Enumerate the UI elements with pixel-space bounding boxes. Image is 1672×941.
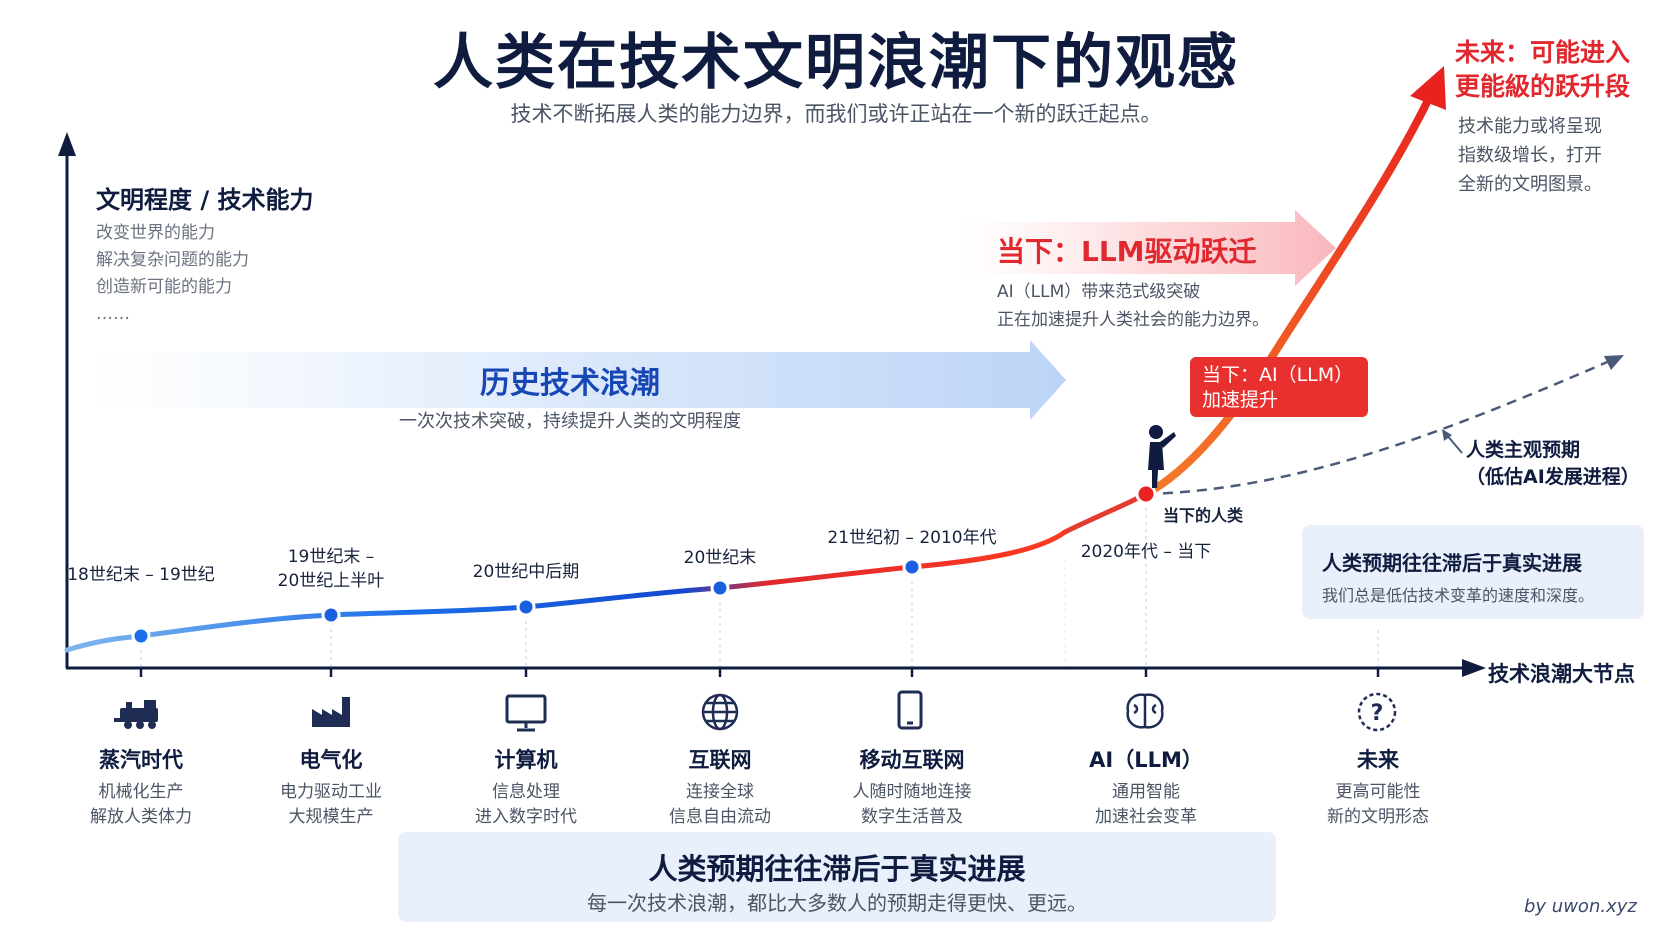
stage-name: 蒸汽时代: [99, 748, 183, 772]
question-icon: ?: [1357, 692, 1397, 732]
history-band-title: 历史技术浪潮: [480, 366, 660, 401]
y-axis-desc-line: ……: [96, 304, 130, 324]
now-band-title: 当下：LLM驱动跃迁: [997, 235, 1257, 268]
factory-icon: [312, 697, 350, 727]
page-subtitle: 技术不断拓展人类的能力边界，而我们或许正站在一个新的跃迁起点。: [510, 102, 1162, 126]
future-arrowhead: [1410, 66, 1446, 110]
now-badge-line: 当下：AI（LLM）: [1202, 364, 1354, 386]
globe-icon: [701, 693, 739, 731]
history-band-desc: 一次次技术突破，持续提升人类的文明程度: [399, 411, 741, 432]
stage-name: 互联网: [688, 748, 752, 772]
expectation-label: 人类主观预期 （低估AI发展进程）: [1466, 437, 1640, 491]
stage-name: 未来: [1357, 748, 1399, 772]
future-desc-line: 指数级增长，打开: [1458, 145, 1602, 166]
y-axis-label: 文明程度 / 技术能力: [96, 186, 314, 214]
now-badge-line: 加速提升: [1202, 389, 1279, 411]
stage-mobile-internet: 移动互联网 人随时随地连接 数字生活普及: [827, 736, 997, 830]
future-desc-line: 全新的文明图景。: [1458, 174, 1602, 195]
lag-box-title: 人类预期往往滞后于真实进展: [1322, 551, 1582, 575]
future-title-line: 更能級的跃升段: [1455, 72, 1631, 101]
era-markers: [131, 483, 1157, 646]
now-band-arrow: [960, 210, 1336, 286]
era-label-line: 20世纪末: [683, 548, 757, 568]
y-axis-desc: 改变世界的能力 解决复杂问题的能力 创造新可能的能力 ……: [96, 220, 249, 328]
stage-desc: 加速社会变革: [1095, 807, 1197, 827]
era-label-line: 21世纪初 – 2010年代: [827, 528, 997, 548]
era-label: 21世纪初 – 2010年代: [812, 526, 1012, 550]
phone-icon: [897, 690, 923, 730]
future-title: 未来：可能进入 更能級的跃升段: [1455, 36, 1630, 104]
stage-desc: 进入数字时代: [475, 807, 577, 827]
monitor-icon: [505, 694, 547, 732]
now-band-desc-line: 正在加速提升人类社会的能力边界。: [997, 310, 1269, 330]
era-label: 2020年代 – 当下: [1046, 540, 1246, 564]
y-axis-desc-line: 解决复杂问题的能力: [96, 250, 249, 270]
future-title-line: 未来：可能进入: [1455, 38, 1631, 67]
stage-desc: 信息处理: [492, 782, 560, 802]
stage-name: 计算机: [494, 748, 558, 772]
era-label: 19世纪末 – 20世纪上半叶: [231, 545, 431, 593]
lag-box: [1302, 525, 1644, 619]
expectation-label-line: 人类主观预期: [1466, 439, 1581, 461]
stage-steam: 蒸汽时代 机械化生产 解放人类体力: [56, 736, 226, 830]
now-band-desc-line: AI（LLM）带来范式级突破: [997, 282, 1201, 302]
person-icon: [1148, 425, 1176, 488]
stage-desc: 机械化生产: [98, 782, 184, 802]
expectation-arrowhead: [1604, 355, 1624, 370]
svg-text:?: ?: [1371, 701, 1384, 726]
era-label: 18世纪末 – 19世纪: [41, 563, 241, 587]
stage-name: AI（LLM）: [1089, 748, 1203, 772]
expectation-curve: [1145, 358, 1613, 496]
stage-name: 移动互联网: [859, 748, 965, 772]
stage-desc: 新的文明形态: [1327, 807, 1429, 827]
era-label: 20世纪中后期: [426, 560, 626, 584]
x-axis-arrowhead: [1462, 659, 1486, 677]
current-human-label: 当下的人类: [1163, 506, 1244, 525]
stage-desc: 数字生活普及: [861, 807, 963, 827]
page-title: 人类在技术文明浪潮下的观感: [433, 28, 1239, 98]
era-label-line: 2020年代 – 当下: [1080, 542, 1212, 562]
stage-computer: 计算机 信息处理 进入数字时代: [441, 736, 611, 830]
expectation-label-line: （低估AI发展进程）: [1466, 466, 1640, 488]
era-label-line: 20世纪上半叶: [277, 571, 385, 591]
stage-future: 未来 更高可能性 新的文明形态: [1293, 736, 1463, 830]
era-label-line: 20世纪中后期: [472, 562, 580, 582]
stage-desc: 解放人类体力: [90, 807, 192, 827]
stage-desc: 人随时随地连接: [852, 782, 972, 802]
now-badge: 当下：AI（LLM） 加速提升: [1190, 357, 1368, 417]
x-axis-label: 技术浪潮大节点: [1488, 662, 1635, 686]
y-axis-desc-line: 改变世界的能力: [96, 223, 215, 243]
progress-curve-now: [1062, 491, 1149, 535]
lag-box-desc: 我们总是低估技术变革的速度和深度。: [1322, 586, 1595, 605]
bottom-callout-desc: 每一次技术浪潮，都比大多数人的预期走得更快、更远。: [587, 891, 1087, 915]
y-axis-desc-line: 创造新可能的能力: [96, 277, 232, 297]
y-axis-arrowhead: [58, 132, 76, 156]
stage-desc: 连接全球: [686, 782, 754, 802]
x-ticks: [139, 668, 1380, 677]
progress-curve-future: [1142, 88, 1436, 498]
era-label-line: 19世纪末 –: [287, 547, 375, 567]
stage-name: 电气化: [299, 748, 363, 772]
train-icon: [114, 700, 158, 729]
stage-desc: 大规模生产: [288, 807, 374, 827]
stage-desc: 信息自由流动: [669, 807, 771, 827]
bottom-callout-title: 人类预期往往滞后于真实进展: [648, 852, 1026, 886]
bottom-callout: [398, 832, 1276, 922]
history-band-arrow: [90, 340, 1066, 420]
stage-desc: 通用智能: [1112, 782, 1180, 802]
credit-text: by uwon.xyz: [1524, 896, 1637, 917]
stage-ai-llm: AI（LLM） 通用智能 加速社会变革: [1061, 736, 1231, 830]
stage-desc: 电力驱动工业: [280, 782, 382, 802]
stage-internet: 互联网 连接全球 信息自由流动: [635, 736, 805, 830]
now-band-desc: AI（LLM）带来范式级突破 正在加速提升人类社会的能力边界。: [997, 278, 1269, 334]
era-label-line: 18世纪末 – 19世纪: [67, 565, 215, 585]
era-label: 20世纪末: [620, 546, 820, 570]
stage-electricity: 电气化 电力驱动工业 大规模生产: [246, 736, 416, 830]
future-desc-line: 技术能力或将呈现: [1458, 116, 1602, 137]
future-desc: 技术能力或将呈现 指数级增长，打开 全新的文明图景。: [1458, 112, 1602, 199]
brain-icon: [1126, 693, 1164, 729]
stage-desc: 更高可能性: [1335, 782, 1421, 802]
